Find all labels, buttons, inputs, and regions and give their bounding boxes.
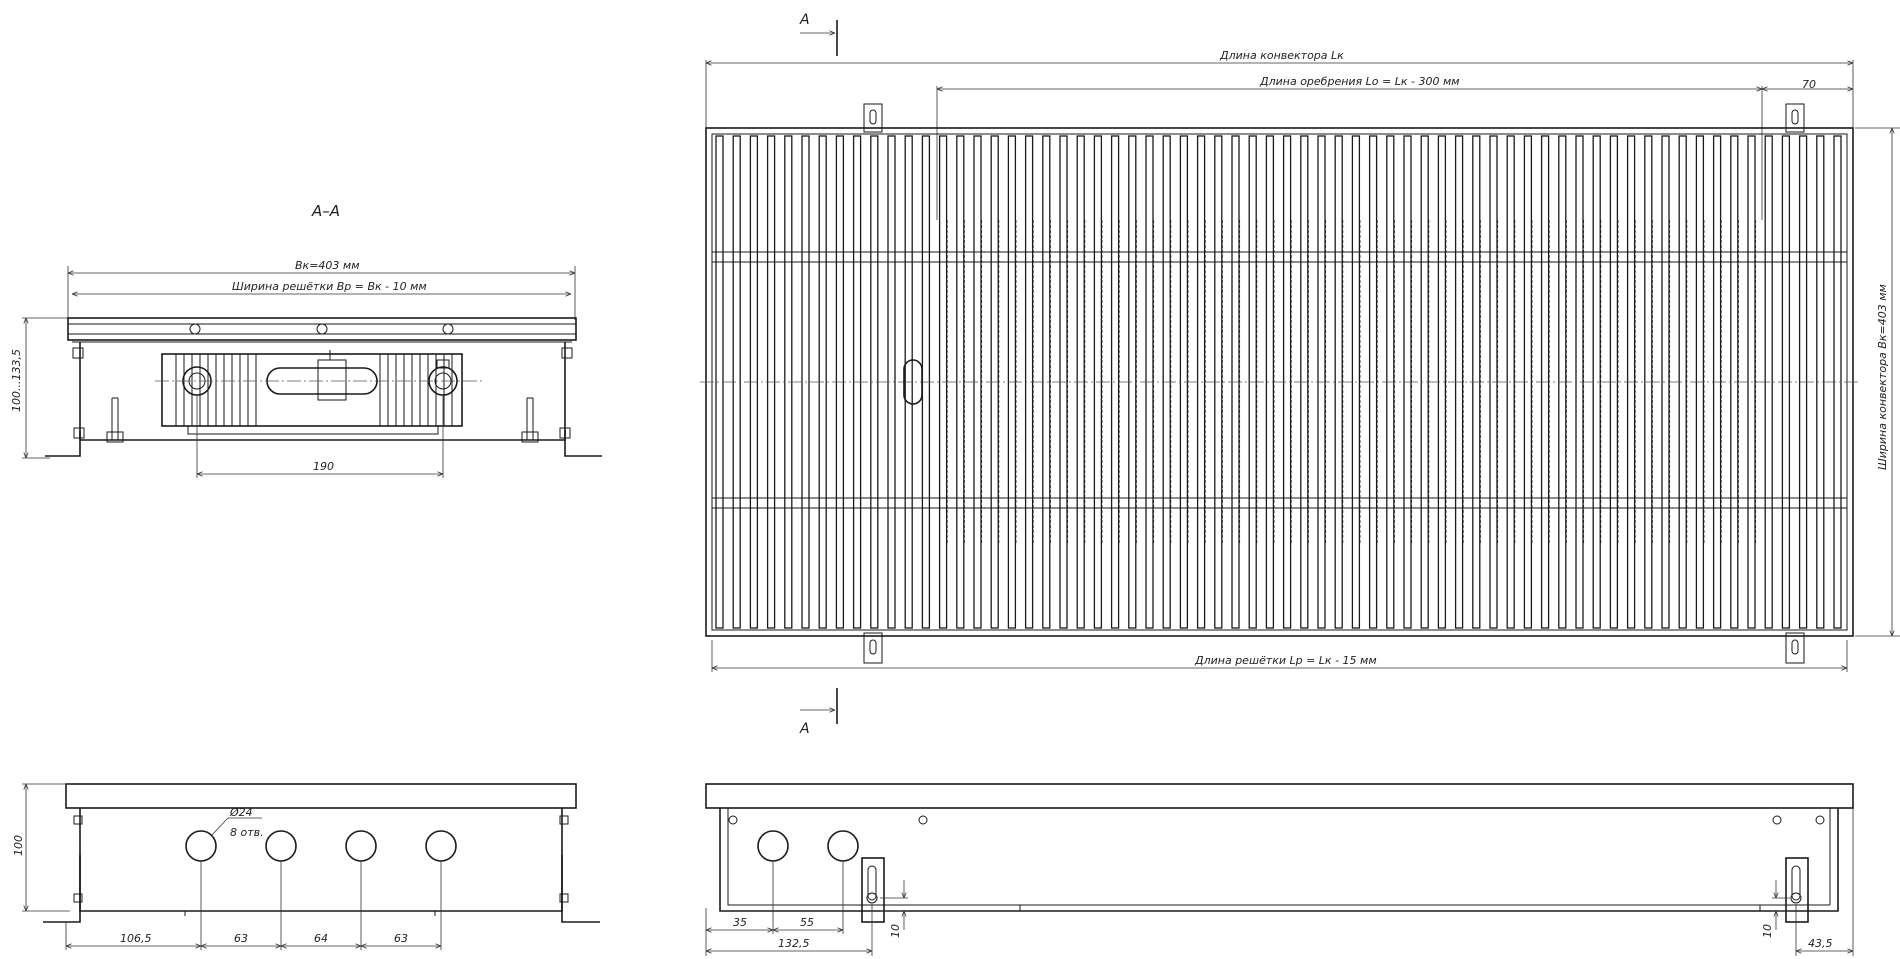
length-total-label: Длина конвектора Lк (1219, 49, 1344, 62)
hole-diameter-label: Ø24 (229, 806, 253, 819)
end-offset-label: 70 (1802, 78, 1816, 91)
hole-pitch-3-label: 63 (394, 932, 408, 945)
grille-bar (1592, 135, 1601, 629)
side-10b-label: 10 (1761, 924, 1774, 938)
hole-count-label: 8 отв. (230, 826, 264, 839)
hole-pitch-1-label: 63 (234, 932, 248, 945)
section-view: А–А Вк=403 мм Ширина решётки Вр = Вк - 1… (10, 202, 602, 478)
side-55-label: 55 (800, 916, 814, 929)
width-vertical-label: Ширина конвектора Вк=403 мм (1876, 284, 1889, 470)
cut-label-bottom: А (799, 721, 810, 737)
section-title: А–А (311, 202, 340, 220)
fin-length-label: Длина оребрения Lо = Lк - 300 мм (1259, 75, 1460, 88)
hole-pitch-2-label: 64 (314, 932, 328, 945)
side-35-label: 35 (733, 916, 747, 929)
end-view: Ø24 8 отв. 100 106,5 63 64 63 (12, 783, 600, 950)
height-range-label: 100...133,5 (10, 349, 23, 412)
side-43-label: 43,5 (1808, 937, 1833, 950)
side-132-label: 132,5 (778, 937, 810, 950)
pipe-spacing-label: 190 (313, 460, 334, 473)
width-total-label: Вк=403 мм (295, 259, 360, 272)
grille-bar (1110, 135, 1120, 629)
side-view: 35 55 132,5 10 10 43,5 (705, 783, 1854, 956)
grille-width-label: Ширина решётки Вр = Вк - 10 мм (232, 280, 427, 293)
top-view: А Длина конвектора Lк Длина оребрения Lо… (700, 12, 1900, 737)
hole-offset-label: 106,5 (120, 932, 152, 945)
end-height-label: 100 (12, 835, 25, 856)
side-10a-label: 10 (889, 924, 902, 938)
grille-length-label: Длина решётки Lр = Lк - 15 мм (1194, 654, 1377, 667)
cut-label-top: А (799, 12, 810, 28)
